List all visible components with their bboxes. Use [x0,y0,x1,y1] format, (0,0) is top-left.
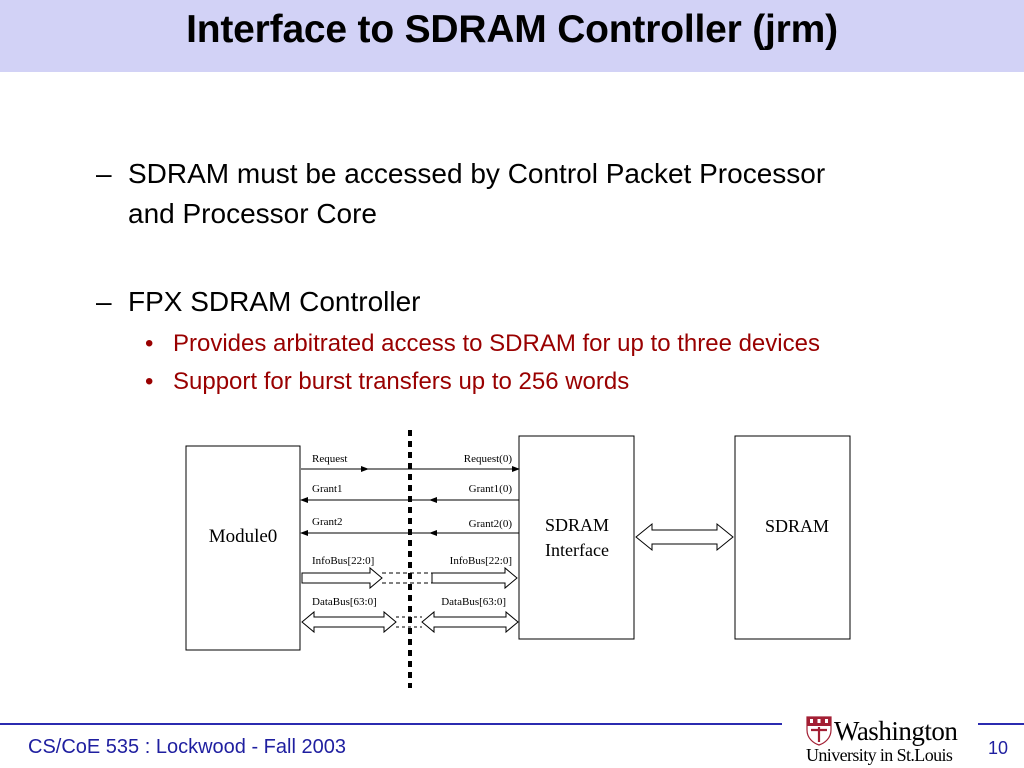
logo-subtitle: University in St.Louis [806,745,953,765]
signal-label-right: DataBus[63:0] [441,596,506,608]
signal-label-left: InfoBus[22:0] [312,555,374,567]
signal-label-left: Grant1 [312,483,343,495]
signal-label-right: Request(0) [464,453,513,465]
bullet-dot: • [145,330,154,357]
bullet-fpx-controller: – FPX SDRAM Controller [96,282,856,322]
dash-marker: – [96,158,112,189]
bullet-list: – SDRAM must be accessed by Control Pack… [96,154,856,397]
signal-label-right: Grant2(0) [469,518,513,530]
signal-label-left: DataBus[63:0] [312,596,377,608]
sub-bullet-burst-transfers: • Support for burst transfers up to 256 … [145,367,629,397]
footer-rule-right [978,723,1024,725]
sub-bullet-text: Support for burst transfers up to 256 wo… [173,368,630,395]
shield-icon [806,716,832,746]
logo-wordmark: Washington [834,716,958,746]
signal-label-left: Request [312,453,347,465]
signal-label-left: Grant2 [312,516,343,528]
interface-label-line2: Interface [545,540,609,560]
infobus-arrow-right [431,566,518,590]
module0-block [185,445,301,651]
module0-label: Module0 [209,526,278,547]
infobus-arrow-left [301,566,383,590]
footer-rule-left [0,723,782,725]
sub-bullet-text: Provides arbitrated access to SDRAM for … [173,330,820,357]
bullet-dot: • [145,368,154,395]
slide-title: Interface to SDRAM Controller (jrm) [186,8,838,51]
bullet-sdram-access: – SDRAM must be accessed by Control Pack… [96,154,856,234]
sdram-block [734,435,851,640]
sdram-label: SDRAM [765,516,829,536]
sdram-interface-block [518,435,635,640]
dash-marker: – [96,286,112,317]
databus-arrow-right [421,610,519,634]
interface-label-line1: SDRAM [545,515,609,535]
sub-bullet-arbitrated-access: • Provides arbitrated access to SDRAM fo… [145,329,820,359]
bullet-text: SDRAM must be accessed by Control Packet… [128,158,826,229]
databus-arrow-left [301,610,397,634]
interface-sdram-arrow [635,522,734,552]
footer-course: CS/CoE 535 : Lockwood - Fall 2003 [28,736,346,758]
signal-label-right: InfoBus[22:0] [450,555,512,567]
bullet-text: FPX SDRAM Controller [128,286,421,317]
university-logo: Washington University in St.Louis [806,714,971,766]
title-bar: Interface to SDRAM Controller (jrm) [0,0,1024,72]
page-number: 10 [987,738,1008,758]
signal-label-right: Grant1(0) [469,483,513,495]
